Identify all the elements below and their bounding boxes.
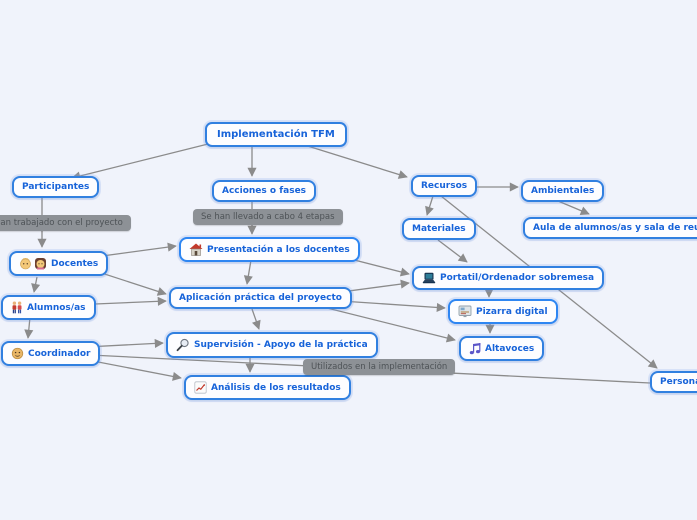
- note-acciones[interactable]: Se han llevado a cabo 4 etapas: [193, 209, 343, 225]
- node-aula-sala-reuniones[interactable]: Aula de alumnos/as y sala de reuniones: [523, 217, 697, 239]
- node-participantes[interactable]: Participantes: [12, 176, 100, 198]
- node-label: Docentes: [51, 258, 99, 269]
- magnifier-icon: [176, 338, 189, 352]
- node-alumnos[interactable]: Alumnos/as: [1, 295, 96, 320]
- node-label: Presentación a los docentes: [207, 244, 350, 255]
- chart-icon: [194, 381, 207, 394]
- whiteboard-icon: [458, 305, 472, 318]
- note-participantes[interactable]: Han trabajado con el proyecto: [0, 215, 131, 231]
- node-implementacion-tfm[interactable]: Implementación TFM: [205, 122, 347, 147]
- node-docentes[interactable]: Docentes: [9, 251, 109, 276]
- node-portatil-ordenador[interactable]: Portatil/Ordenador sobremesa: [412, 266, 605, 290]
- node-label: Pizarra digital: [476, 306, 548, 317]
- node-label: Materiales: [412, 224, 466, 234]
- node-acciones-o-fases[interactable]: Acciones o fases: [212, 180, 317, 202]
- node-label: Personales: [660, 377, 697, 387]
- node-personales[interactable]: Personales: [650, 371, 697, 393]
- music-note-icon: [469, 343, 481, 355]
- node-label: Portatil/Ordenador sobremesa: [440, 273, 595, 283]
- house-icon: [189, 243, 203, 256]
- node-label: Coordinador: [28, 348, 91, 359]
- node-label: Alumnos/as: [27, 302, 86, 313]
- coordinator-face-icon: [11, 347, 24, 360]
- node-materiales[interactable]: Materiales: [402, 218, 476, 240]
- node-label: Aplicación práctica del proyecto: [179, 293, 342, 303]
- teacher-woman-icon: [35, 258, 46, 270]
- node-label: Recursos: [421, 181, 468, 191]
- node-pizarra-digital[interactable]: Pizarra digital: [448, 299, 558, 324]
- node-label: Participantes: [22, 182, 90, 192]
- node-presentacion-docentes[interactable]: Presentación a los docentes: [179, 237, 360, 262]
- students-icon: [12, 301, 22, 314]
- node-label: Implementación TFM: [217, 129, 335, 140]
- node-altavoces[interactable]: Altavoces: [459, 336, 545, 361]
- laptop-icon: [422, 272, 436, 284]
- node-label: Altavoces: [485, 343, 535, 354]
- node-label: Ambientales: [531, 186, 595, 196]
- node-coordinador[interactable]: Coordinador: [1, 341, 101, 366]
- node-aplicacion-practica[interactable]: Aplicación práctica del proyecto: [169, 287, 352, 309]
- node-recursos[interactable]: Recursos: [411, 175, 478, 197]
- node-label: Análisis de los resultados: [211, 382, 341, 393]
- teacher-man-icon: [20, 258, 31, 270]
- node-label: Supervisión - Apoyo de la práctica: [194, 340, 368, 350]
- node-analisis-resultados[interactable]: Análisis de los resultados: [184, 375, 351, 400]
- note-recursos[interactable]: Utilizados en la implementación: [303, 359, 456, 375]
- node-supervision-apoyo[interactable]: Supervisión - Apoyo de la práctica: [166, 332, 378, 358]
- node-label: Aula de alumnos/as y sala de reuniones: [533, 223, 697, 233]
- node-label: Acciones o fases: [222, 186, 307, 196]
- node-ambientales[interactable]: Ambientales: [521, 180, 605, 202]
